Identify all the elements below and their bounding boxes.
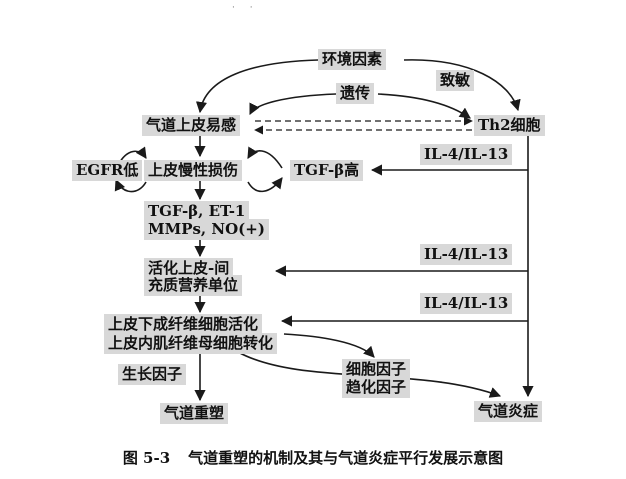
figure-caption-text: 气道重塑的机制及其与气道炎症平行发展示意图 xyxy=(188,449,504,467)
figure-caption: 图 5-3 气道重塑的机制及其与气道炎症平行发展示意图 xyxy=(0,447,626,468)
node-chemokines: 趋化因子 xyxy=(342,377,411,398)
node-environment: 环境因素 xyxy=(318,49,387,70)
arrow-genetics-to-th2 xyxy=(377,93,471,119)
loop-egfr-injury-return xyxy=(114,178,147,193)
node-tgf-beta-high: TGF-β高 xyxy=(290,160,364,181)
node-airway-susceptibility: 气道上皮易感 xyxy=(142,115,241,136)
node-fibroblast-line1: 上皮下成纤维细胞活化 xyxy=(104,314,263,335)
label-il4-il13-3: IL-4/IL-13 xyxy=(420,293,513,314)
node-airway-remodeling: 气道重塑 xyxy=(160,403,229,424)
node-airway-inflammation: 气道炎症 xyxy=(474,401,543,422)
scan-specks: · · xyxy=(232,3,259,13)
node-mediators-line1: TGF-β, ET-1 xyxy=(144,201,250,222)
label-il4-il13-2: IL-4/IL-13 xyxy=(420,244,513,265)
node-cytokines: 细胞因子 xyxy=(342,359,411,380)
arrow-genetics-to-susceptibility xyxy=(249,93,337,116)
arrow-env-to-th2 xyxy=(403,59,521,112)
node-mediators-line2: MMPs, NO(+) xyxy=(144,219,269,240)
node-th2-cell: Th2细胞 xyxy=(474,115,545,136)
node-fibroblast-line2: 上皮内肌纤维母细胞转化 xyxy=(104,333,278,354)
loop-tgf-injury xyxy=(247,146,283,169)
node-egfr-low: EGFR低 xyxy=(72,160,143,181)
label-il4-il13-1: IL-4/IL-13 xyxy=(420,144,513,165)
node-sensitization: 致敏 xyxy=(436,70,475,91)
arrow-env-to-susceptibility xyxy=(195,59,319,114)
arrow-fibroblast-to-cytokines xyxy=(283,333,375,358)
node-activation-line2: 充质营养单位 xyxy=(144,275,243,296)
loop-tgf-injury-return xyxy=(247,177,283,193)
node-epithelial-chronic-injury: 上皮慢性损伤 xyxy=(144,160,243,181)
node-genetics: 遗传 xyxy=(336,83,375,104)
node-activation-line1: 活化上皮-间 xyxy=(144,258,234,279)
figure-number: 图 5-3 xyxy=(122,449,171,467)
node-growth-factors: 生长因子 xyxy=(118,364,187,385)
